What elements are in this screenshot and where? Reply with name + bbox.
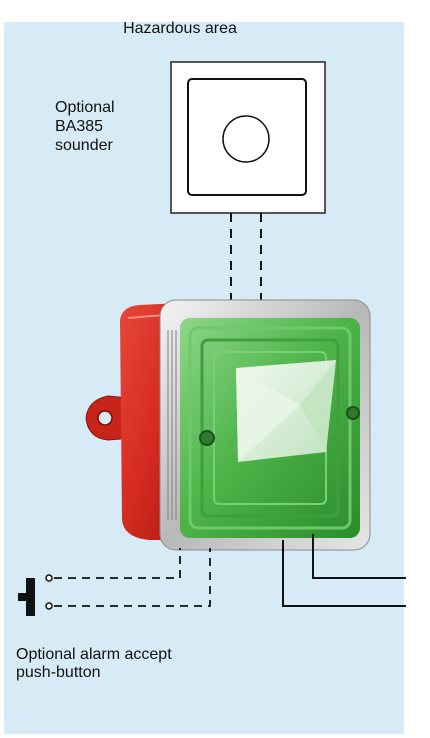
push-button-icon [18,574,53,616]
sounder-wires [230,213,262,310]
output-wires [282,534,406,607]
push-button-label-line: push-button [16,664,101,681]
sounder-label-line: BA385 [55,118,104,135]
push-button-label-line: Optional alarm accept [16,646,172,663]
sounder-label-line: Optional [55,99,115,116]
beacon-icon [85,299,371,551]
push-button-label: Optional alarm accept push-button [16,646,258,682]
push-button-wires [54,548,211,607]
right-strip [404,22,430,734]
sounder-label: Optional BA385 sounder [55,98,115,155]
sounder-label-line: sounder [55,137,113,154]
sounder-icon [170,61,326,214]
hazardous-area-title: Hazardous area [123,20,237,37]
